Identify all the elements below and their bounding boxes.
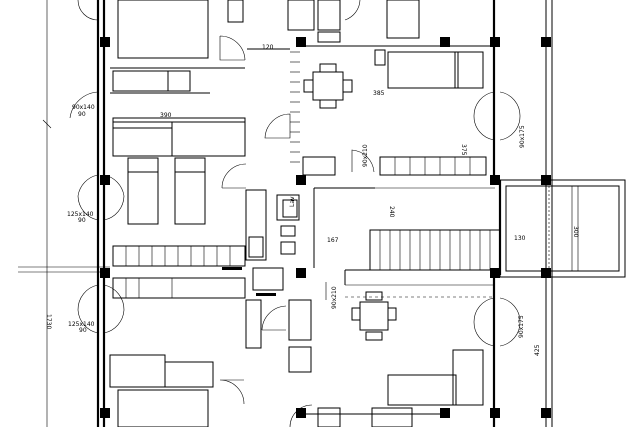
windows-right [473, 91, 521, 347]
dim-125x140-a: 125x140 [67, 211, 94, 218]
dim-90x140: 90x140 [72, 104, 95, 111]
lav-label: Lav [289, 196, 296, 207]
dim-300: 300 [572, 226, 579, 238]
dim-375: 375 [460, 144, 467, 156]
living-room-top [247, 45, 490, 176]
closet-hatch [290, 51, 300, 163]
staircase [313, 187, 501, 285]
bathroom-center [245, 189, 312, 373]
dim-90x175-b: 90x175 [518, 315, 525, 338]
dim-390: 390 [160, 112, 172, 119]
grid-axis-horizontal [18, 266, 110, 273]
bedroom-bottom-left [109, 277, 246, 427]
bedroom-middle-left [127, 157, 247, 225]
dim-90x210-a: 90x210 [362, 144, 369, 167]
dimension-labels: 120 385 390 90x140 90 90x175 125x140 90 … [45, 44, 579, 356]
bedroom-top-left [110, 0, 246, 94]
dim-120: 120 [262, 44, 274, 51]
dim-90-b: 90 [78, 217, 86, 224]
dim-240: 240 [388, 206, 395, 218]
dim-90x175: 90x175 [519, 125, 526, 148]
dim-90-a: 90 [78, 111, 86, 118]
windows-left [69, 0, 125, 334]
bathroom-top [264, 0, 420, 139]
living-room-bottom [289, 282, 495, 427]
dim-1730: 1730 [45, 314, 52, 329]
dim-125x140-b: 125x140 [68, 321, 95, 328]
dim-130: 130 [514, 235, 526, 242]
wardrobe-left [112, 117, 246, 157]
dim-385: 385 [373, 90, 385, 97]
dim-167: 167 [327, 237, 339, 244]
dim-90-c: 90 [79, 327, 87, 334]
left-dimension-line [42, 0, 52, 427]
storage-row [112, 245, 246, 270]
lav-box: Lav [282, 196, 298, 218]
balcony-right [499, 179, 626, 278]
dim-90x210-b: 90x210 [331, 286, 338, 309]
dim-425: 425 [534, 344, 541, 356]
